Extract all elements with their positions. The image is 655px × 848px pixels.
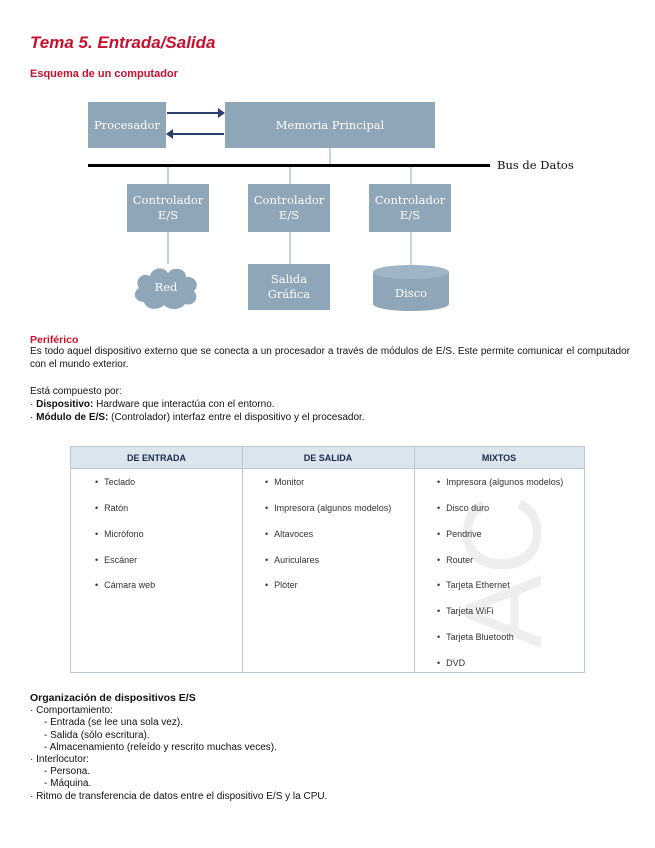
arrow-to-processor-icon: [166, 129, 224, 139]
device-network-label: Red: [154, 280, 178, 294]
memory-bus-connector: [329, 148, 331, 164]
controller-1-box: Controlador E/S: [127, 184, 209, 232]
list-item-text: Salida (sólo escritura).: [50, 729, 150, 741]
table-cell: Tarjeta Ethernet: [437, 580, 510, 590]
column-entrada: Teclado Ratón Micrófono Escáner Cámara w…: [71, 468, 242, 672]
bus-controller-3-connector: [410, 167, 412, 184]
list-item-text: Interlocutor:: [36, 754, 89, 766]
list-item: - Entrada (se lee una sola vez).: [30, 717, 327, 729]
composed-by-label: Está compuesto por:: [30, 386, 122, 397]
disk-cylinder-icon: [373, 265, 449, 311]
table-cell: Monitor: [265, 477, 304, 487]
column-header-mixtos: MIXTOS: [481, 452, 517, 463]
term-dispositivo: Dispositivo:: [36, 399, 94, 410]
table-cell: Auriculares: [265, 555, 319, 565]
arrow-to-memory-icon: [167, 108, 225, 118]
bus-controller-2-connector: [289, 167, 291, 184]
bullet-icon: ·: [30, 754, 34, 766]
table-cell: Micrófono: [95, 529, 144, 539]
table-cell: DVD: [437, 658, 465, 668]
data-bus-line: [88, 164, 490, 167]
list-item: · Comportamiento:: [30, 705, 327, 717]
section-title-periferico: Periférico: [30, 334, 79, 346]
periferico-definition: Es todo aquel dispositivo externo que se…: [30, 346, 630, 370]
list-item-text: Persona.: [50, 766, 91, 778]
column-header-salida: DE SALIDA: [303, 452, 353, 463]
table-cell: Impresora (algunos modelos): [437, 477, 563, 487]
column-divider: [414, 447, 415, 672]
controller-1-device-connector: [167, 232, 169, 264]
column-salida: Monitor Impresora (algunos modelos) Alta…: [242, 468, 414, 672]
bullet-icon: ·: [30, 412, 34, 423]
list-item: - Persona.: [30, 766, 327, 778]
bullet-icon: ·: [30, 705, 34, 717]
table-cell: Disco duro: [437, 503, 489, 513]
list-item-text: Comportamiento:: [36, 705, 113, 717]
table-cell: Cámara web: [95, 580, 155, 590]
page-title: Tema 5. Entrada/Salida: [30, 33, 216, 52]
list-item: · Módulo de E/S: (Controlador) interfaz …: [30, 412, 365, 425]
list-item: · Ritmo de transferencia de datos entre …: [30, 791, 327, 803]
data-bus-label: Bus de Datos: [497, 158, 574, 172]
table-cell: Impresora (algunos modelos): [265, 503, 391, 513]
list-item: - Máquina.: [30, 778, 327, 790]
list-item-text: Entrada (se lee una sola vez).: [50, 717, 183, 729]
organization-section: Organización de dispositivos E/S · Compo…: [30, 692, 327, 803]
bullet-icon: ·: [30, 790, 34, 802]
column-mixtos: Impresora (algunos modelos) Disco duro P…: [414, 468, 584, 672]
processor-box: Procesador: [88, 102, 166, 148]
controller-3-box: Controlador E/S: [369, 184, 451, 232]
definition-dispositivo: Hardware que interactúa con el entorno.: [93, 399, 275, 410]
list-item-text: Máquina.: [50, 778, 92, 790]
table-cell: Teclado: [95, 477, 135, 487]
table-header-row: DE ENTRADA DE SALIDA MIXTOS: [71, 447, 584, 469]
term-modulo: Módulo de E/S:: [36, 412, 109, 423]
dash-icon: -: [44, 729, 48, 741]
table-cell: Pendrive: [437, 529, 482, 539]
list-item: - Almacenamiento (releído y rescrito muc…: [30, 742, 327, 754]
controller-2-box: Controlador E/S: [248, 184, 330, 232]
section-title-esquema: Esquema de un computador: [30, 68, 178, 80]
table-cell: Altavoces: [265, 529, 313, 539]
peripherals-table: DE ENTRADA DE SALIDA MIXTOS AC Teclado R…: [70, 446, 585, 673]
network-cloud-icon: [134, 268, 197, 309]
bullet-icon: ·: [30, 399, 34, 410]
device-graphics-box: Salida Gráfica: [248, 264, 330, 310]
list-item-text: Ritmo de transferencia de datos entre el…: [36, 790, 328, 802]
section-title-organizacion: Organización de dispositivos E/S: [30, 692, 196, 704]
list-item: · Interlocutor:: [30, 754, 327, 766]
dash-icon: -: [44, 741, 48, 753]
table-cell: Router: [437, 555, 473, 565]
table-cell: Escáner: [95, 555, 137, 565]
controller-2-device-connector: [289, 232, 291, 264]
table-cell: Ratón: [95, 503, 128, 513]
dash-icon: -: [44, 778, 48, 790]
column-header-entrada: DE ENTRADA: [126, 452, 186, 463]
table-cell: Tarjeta WiFi: [437, 606, 494, 616]
list-item-text: Almacenamiento (releído y rescrito mucha…: [49, 741, 277, 753]
device-disk-label: Disco: [394, 286, 428, 300]
list-item: - Salida (sólo escritura).: [30, 730, 327, 742]
bus-controller-1-connector: [167, 167, 169, 184]
memory-box: Memoria Principal: [225, 102, 435, 148]
column-divider: [242, 447, 243, 672]
definition-modulo: (Controlador) interfaz entre el disposit…: [108, 412, 365, 423]
list-item: · Dispositivo: Hardware que interactúa c…: [30, 399, 275, 412]
controller-3-device-connector: [410, 232, 412, 266]
dash-icon: -: [44, 717, 48, 729]
table-cell: Plóter: [265, 580, 298, 590]
table-cell: Tarjeta Bluetooth: [437, 632, 514, 642]
dash-icon: -: [44, 766, 48, 778]
